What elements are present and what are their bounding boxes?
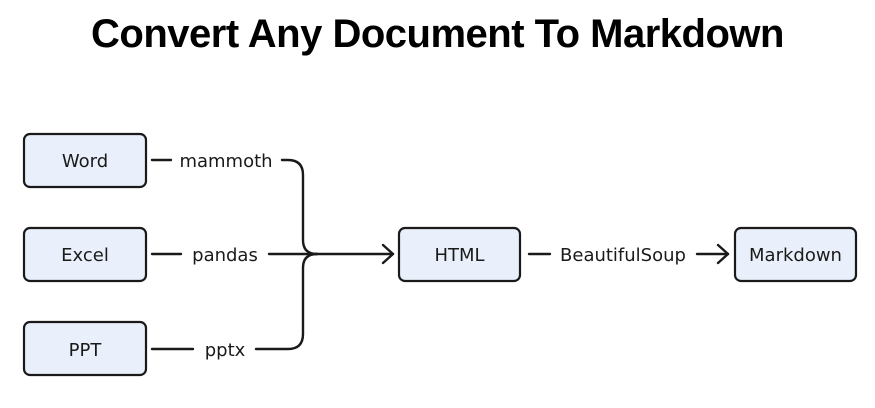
node-excel-label: Excel <box>61 245 109 266</box>
edge-word-label: mammoth <box>179 151 272 172</box>
node-excel: Excel <box>22 226 148 283</box>
node-html: HTML <box>397 226 522 283</box>
edge-ppt-label: pptx <box>205 340 246 361</box>
edge-ppt-connector <box>254 252 319 351</box>
node-ppt-label: PPT <box>69 340 103 361</box>
node-html-label: HTML <box>434 245 484 266</box>
edge-html-label: BeautifulSoup <box>560 245 686 266</box>
node-word: Word <box>22 132 148 189</box>
page-title: Convert Any Document To Markdown <box>91 12 784 56</box>
node-word-label: Word <box>62 151 108 172</box>
node-ppt: PPT <box>22 320 148 377</box>
node-markdown-label: Markdown <box>749 245 842 266</box>
node-markdown: Markdown <box>733 226 858 283</box>
arrowhead-markdown-icon <box>716 243 730 265</box>
edge-excel-label: pandas <box>192 245 258 266</box>
arrowhead-html-icon <box>381 243 395 265</box>
edge-word-connector <box>280 158 319 256</box>
